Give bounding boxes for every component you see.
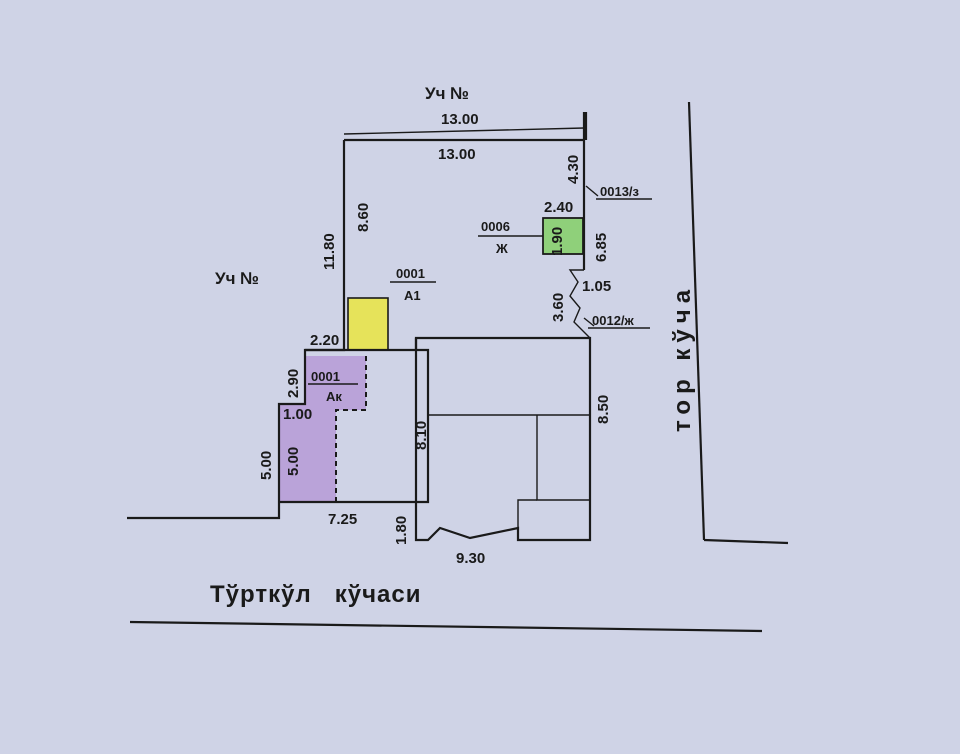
garage-code: А1 — [404, 288, 421, 303]
side-street-name: тор кўча — [669, 284, 696, 432]
dim-right-block-height: 8.50 — [595, 395, 612, 424]
annex-number: 0001 — [311, 369, 340, 384]
annex-dashed-line — [335, 356, 367, 502]
dim-front-width: 7.25 — [328, 511, 357, 528]
neighbor-top-label: Уч № — [425, 84, 469, 103]
garage-area — [347, 297, 389, 351]
right-house-inner-3 — [517, 499, 537, 540]
dim-right-lower: 3.60 — [550, 293, 567, 322]
main-street-name: Тўрткўл кўчаси — [210, 581, 421, 608]
annex-code: Ак — [326, 389, 342, 404]
right-house-inner-2 — [536, 415, 590, 501]
dim-entry-depth: 1.80 — [393, 516, 410, 545]
dim-annex-left-inner: 5.00 — [285, 447, 302, 476]
dim-left-outer: 11.80 — [321, 233, 338, 270]
ref-mid-label: 0012/ж — [592, 313, 635, 328]
dim-right-gap: 1.05 — [582, 278, 611, 295]
main-street-line — [129, 620, 763, 633]
dim-annex-left-outer: 5.00 — [258, 451, 275, 480]
dim-right-front-width: 9.30 — [456, 550, 485, 567]
right-ref-line-top — [585, 185, 599, 197]
shed-code: Ж — [495, 241, 508, 256]
dim-setback-width: 2.20 — [310, 332, 339, 349]
dim-shed-height: 1.90 — [549, 227, 566, 256]
top-dimension-line — [343, 127, 585, 135]
side-street-line-3 — [703, 538, 789, 545]
dim-shed-width: 2.40 — [544, 199, 573, 216]
neighbor-left-label: Уч № — [215, 269, 259, 288]
dim-main-block-height: 8.10 — [413, 421, 430, 450]
main-block-outline — [279, 348, 430, 504]
shed-number: 0006 — [481, 219, 510, 234]
shed-outline — [542, 217, 584, 255]
garage-number: 0001 — [396, 266, 425, 281]
right-house-outline — [414, 336, 592, 542]
side-street-line-2 — [687, 101, 706, 541]
dim-top-outer: 13.00 — [441, 111, 479, 128]
ref-top-label: 0013/з — [600, 184, 640, 199]
right-ref-line-mid — [583, 317, 595, 327]
dim-right-top: 4.30 — [565, 155, 582, 184]
dim-top-inner: 13.00 — [438, 146, 476, 163]
right-boundary-zigzag — [568, 269, 591, 339]
dim-left-inner: 8.60 — [355, 203, 372, 232]
dim-annex-step: 1.00 — [283, 406, 312, 423]
dim-right-mid: 6.85 — [593, 233, 610, 262]
dim-annex-height: 2.90 — [285, 369, 302, 398]
annex-area — [279, 356, 366, 502]
